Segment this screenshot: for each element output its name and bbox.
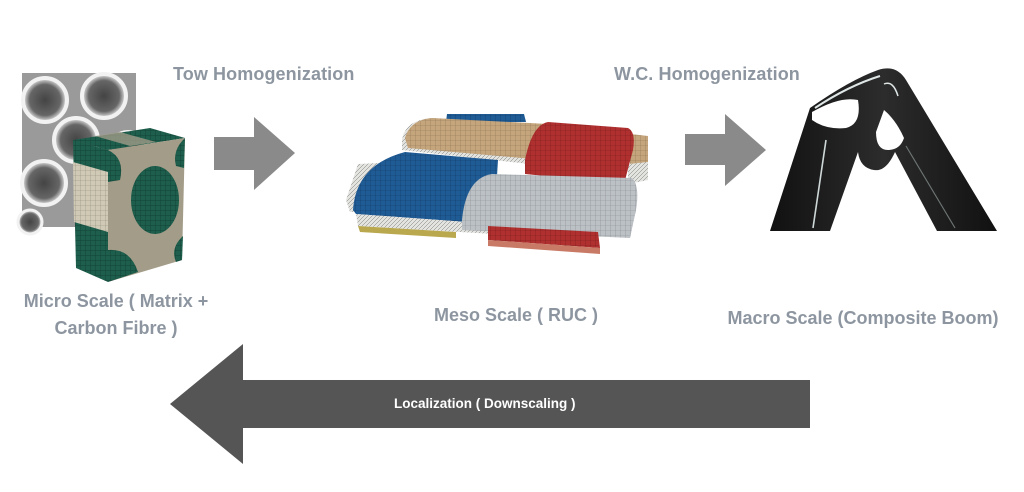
macro-boom-model — [770, 68, 997, 231]
meso-ruc-model — [346, 114, 648, 254]
wc-homogenization-label: W.C. Homogenization — [614, 64, 800, 84]
micro-fe-cube — [73, 128, 185, 282]
micro-scale-label-line1: Micro Scale ( Matrix + — [23, 291, 209, 311]
micro-scale-label-line2: Carbon Fibre ) — [54, 318, 178, 338]
macro-scale-label: Macro Scale (Composite Boom) — [727, 308, 999, 328]
tow-homogenization-label: Tow Homogenization — [173, 64, 355, 84]
localization-label: Localization ( Downscaling ) — [394, 396, 576, 411]
meso-scale-label: Meso Scale ( RUC ) — [433, 305, 599, 325]
localization-arrow — [170, 344, 810, 464]
micro-scale-label: Micro Scale ( Matrix + Carbon Fibre ) — [0, 288, 232, 342]
forward-arrow-1 — [214, 117, 295, 190]
forward-arrow-2 — [685, 114, 766, 186]
